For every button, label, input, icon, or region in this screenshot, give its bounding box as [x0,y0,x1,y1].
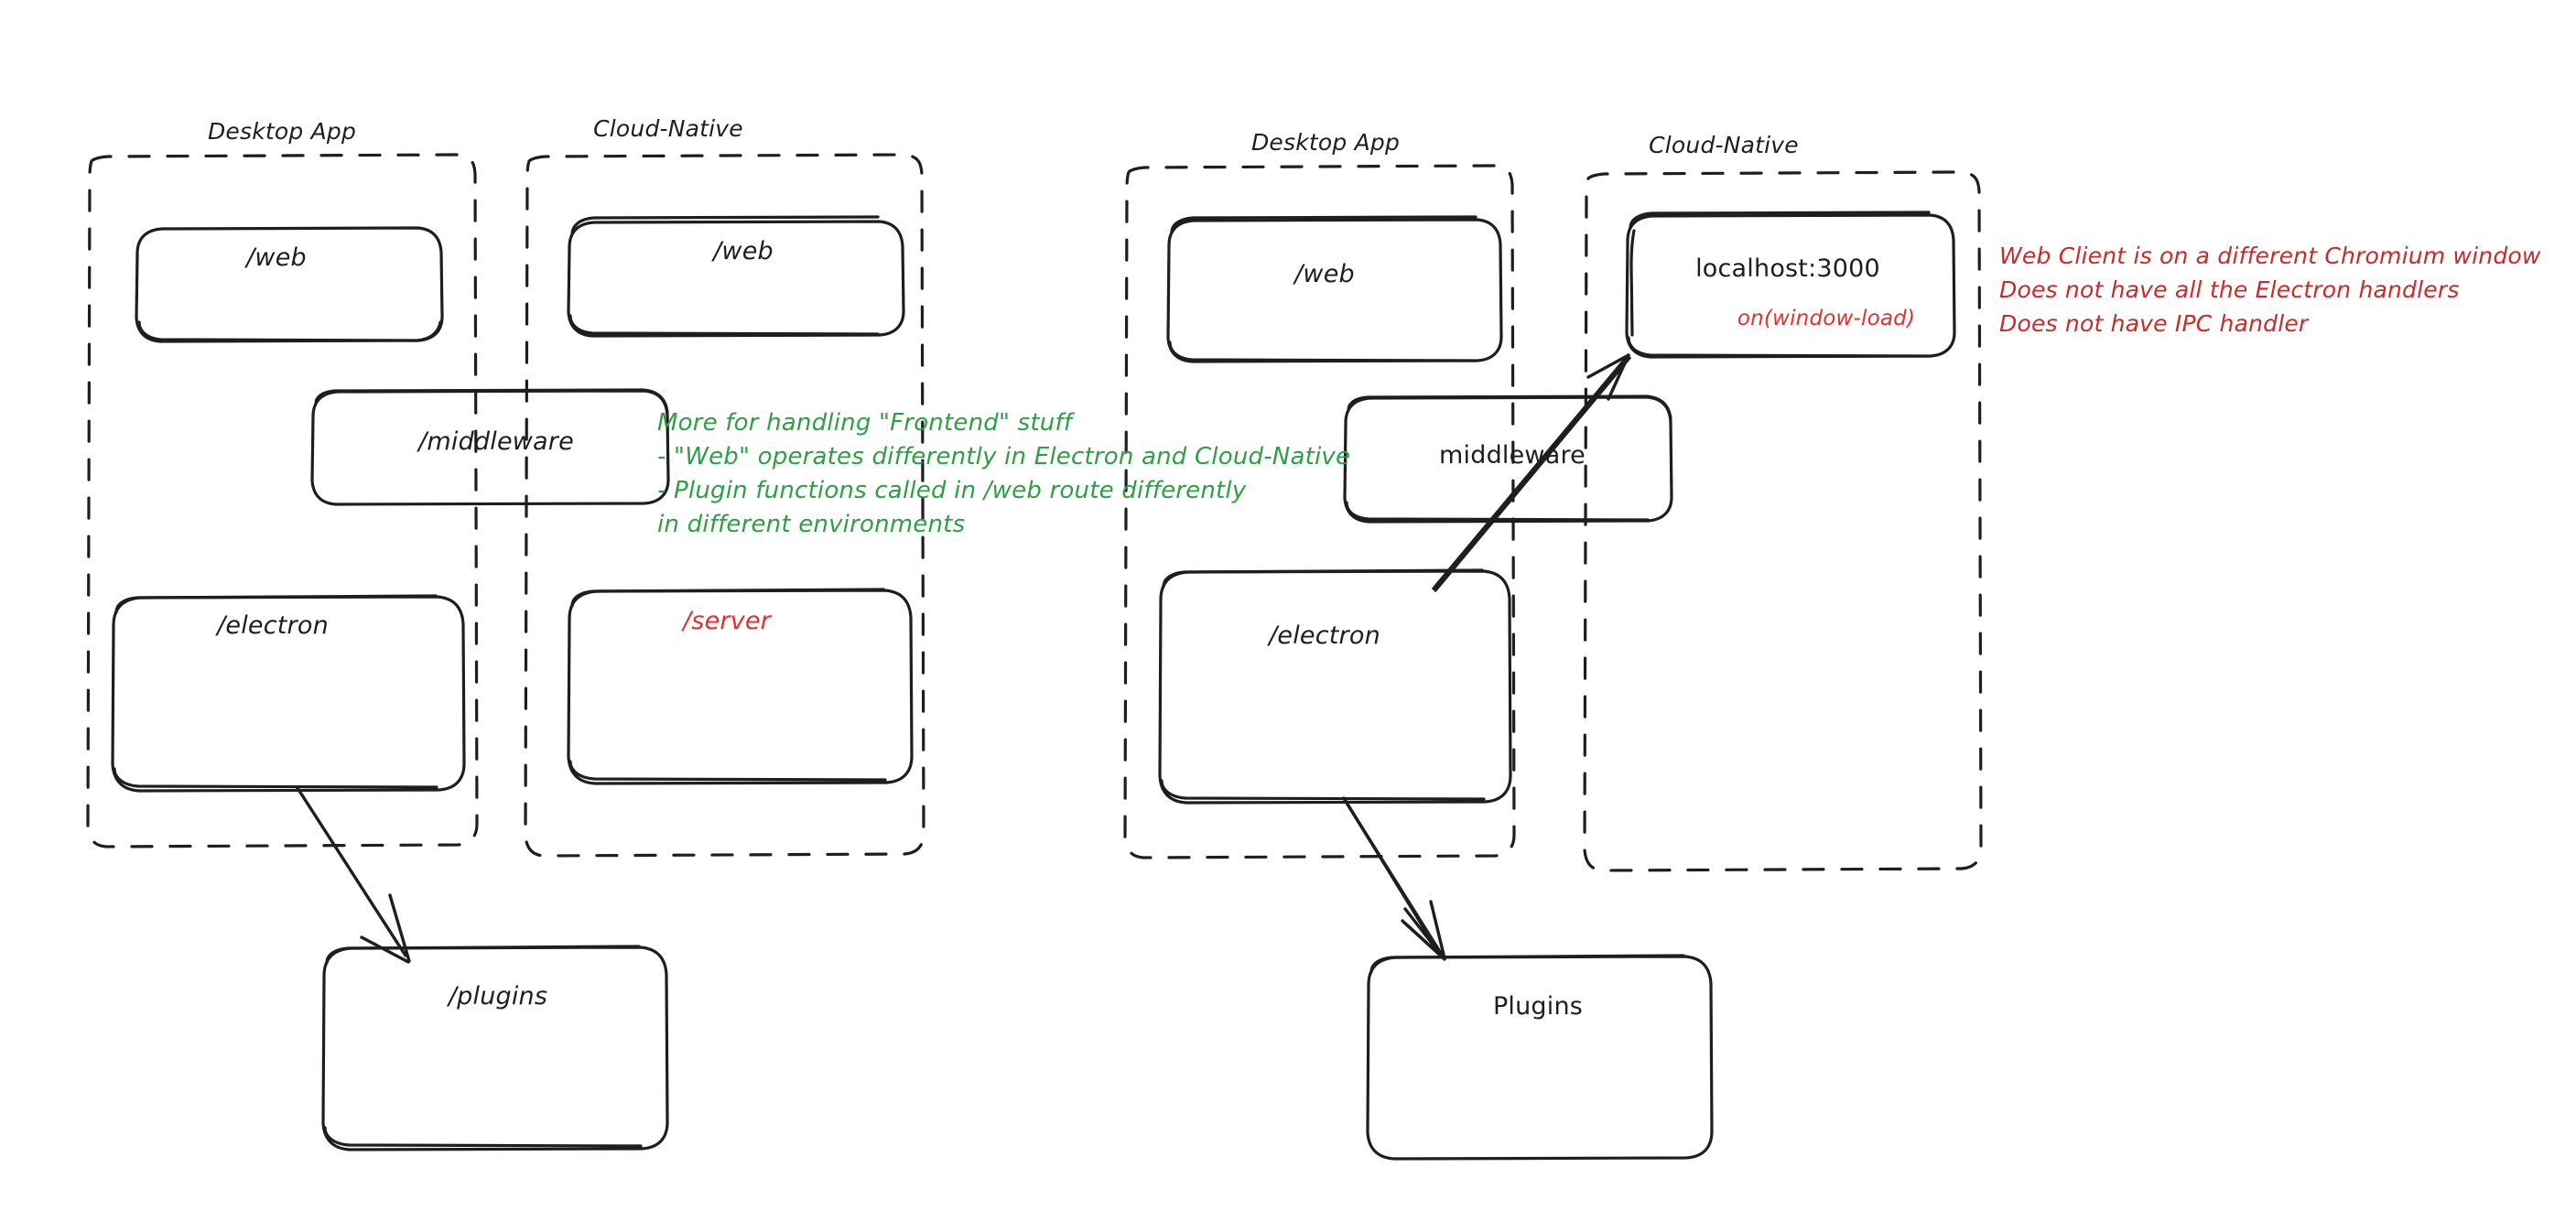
box-label-left-electron: /electron [217,611,329,640]
box-label-right-plugins: Plugins [1492,992,1584,1021]
box-label-left-middleware: /middleware [418,427,574,456]
note-red-line-3: Does not have IPC handler [1999,310,2309,337]
arrow-left-electron-to-plugins [296,786,411,964]
arrow-right-electron-to-plugins [1342,796,1446,961]
group-title-left-desktop-app: Desktop App [207,118,357,145]
note-green-line-3: - Plugin functions called in /web route … [657,477,1247,504]
box-label-right-localhost: localhost:3000 [1695,254,1880,283]
note-red-line-1: Web Client is on a different Chromium wi… [1999,243,2541,269]
group-title-right-desktop-app: Desktop App [1250,129,1401,156]
box-label-left-plugins: /plugins [448,982,548,1010]
group-title-right-cloud-native: Cloud-Native [1649,132,1799,158]
note-red-line-2: Does not have all the Electron handlers [1999,276,2460,303]
box-label-right-desktop-web: /web [1294,260,1355,288]
arrow-right-electron-to-localhost [1432,353,1631,592]
note-green-line-1: More for handling "Frontend" stuff [657,409,1073,437]
box-label-left-server: /server [683,607,771,635]
box-sublabel-right-localhost-on-window-load: on(window-load) [1737,307,1916,330]
note-green-line-4: in different environments [657,511,966,538]
box-label-left-desktop-web: /web [246,243,307,272]
box-label-left-cloud-web: /web [713,237,774,265]
box-label-right-electron: /electron [1269,621,1380,650]
left-plugins-box [321,945,669,1151]
right-plugins-box [1366,954,1714,1161]
right-electron-box [1158,568,1512,805]
left-cloud-web-box [567,215,905,338]
note-green-line-2: - "Web" operates differently in Electron… [657,443,1351,470]
group-title-left-cloud-native: Cloud-Native [593,115,743,142]
box-label-right-middleware: middleware [1439,441,1586,470]
